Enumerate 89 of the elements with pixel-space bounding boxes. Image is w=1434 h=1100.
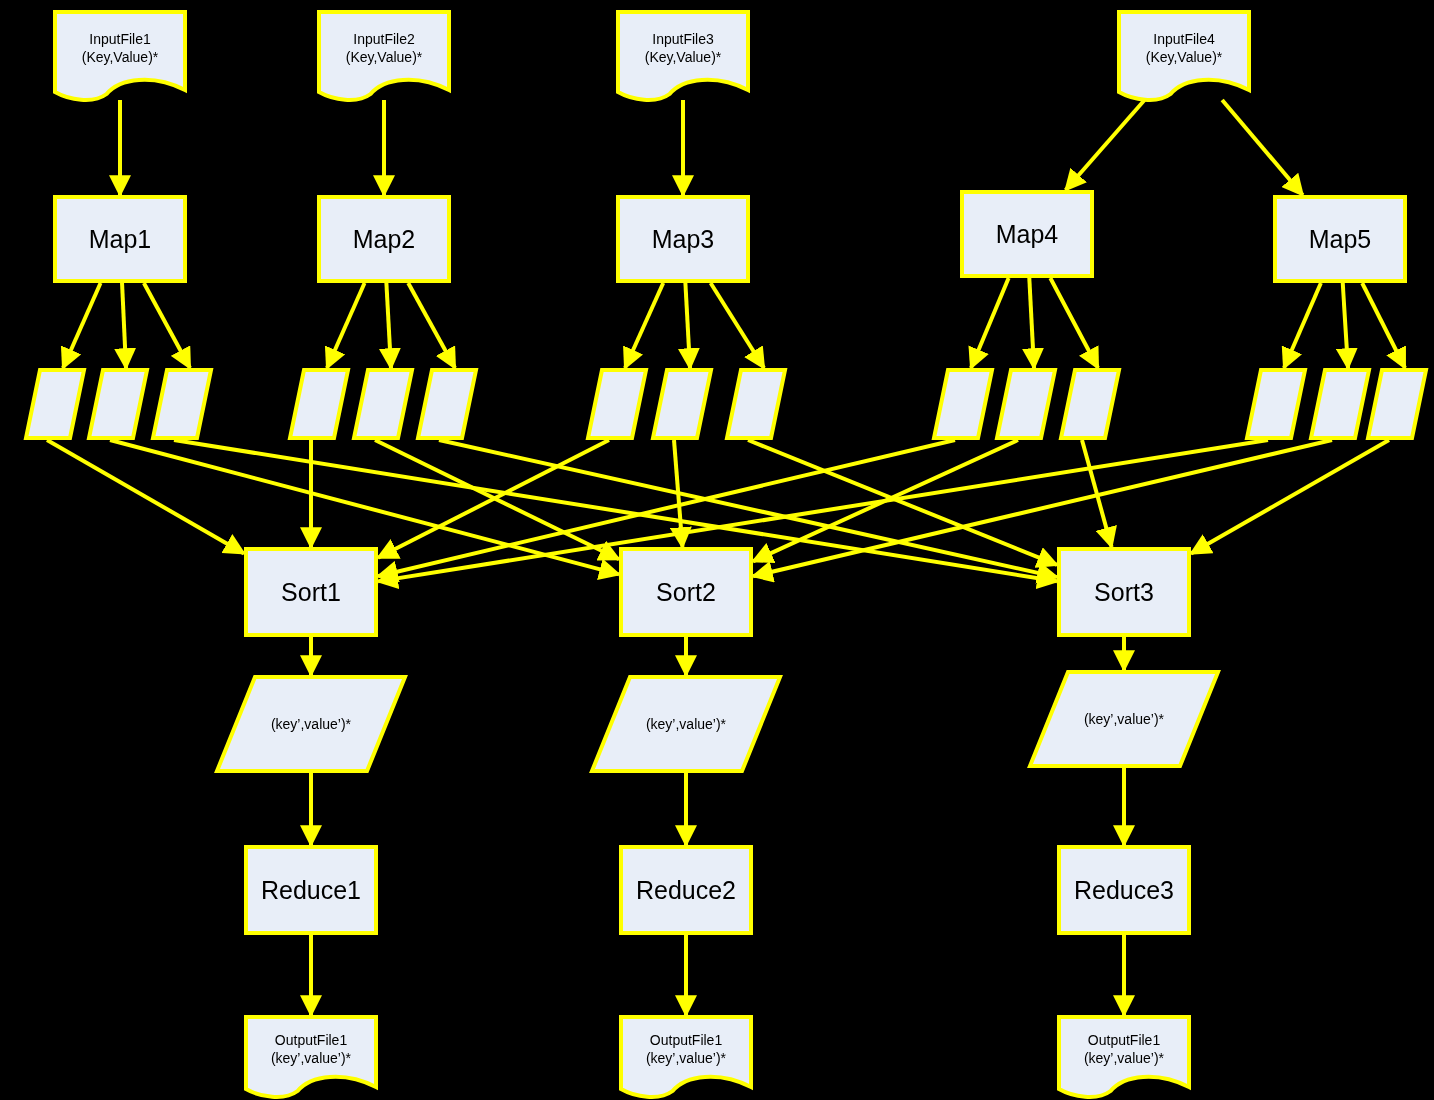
parallelogram-shape	[288, 368, 350, 440]
arrow	[675, 935, 697, 1018]
node-label: Sort1	[280, 576, 342, 608]
arrow	[300, 440, 322, 550]
document-shape	[317, 10, 451, 100]
arrow	[378, 282, 401, 371]
data-parallelogram	[215, 675, 407, 773]
arrow	[1080, 439, 1117, 550]
arrow	[623, 282, 666, 370]
arrow	[968, 277, 1011, 371]
node-label: (key’,value’)*	[644, 714, 728, 734]
parallelogram-shape	[151, 368, 213, 440]
arrow	[677, 282, 700, 371]
node-label: Reduce2	[634, 874, 738, 906]
process-box	[1273, 195, 1407, 283]
node-label: OutputFile1 (key’,value’)*	[269, 1030, 353, 1068]
parallelogram-shape	[586, 368, 648, 440]
process-box	[244, 845, 378, 935]
node-label: Sort2	[655, 576, 717, 608]
process-box	[619, 547, 753, 637]
parallelogram-shape	[352, 368, 414, 440]
data-parallelogram	[590, 675, 782, 773]
node-label: InputFile3 (Key,Value)*	[643, 29, 723, 67]
arrow	[1048, 277, 1100, 370]
parallelogram-shape	[1059, 368, 1121, 440]
arrow	[675, 773, 697, 848]
node-label: Map4	[994, 218, 1060, 250]
arrow	[675, 637, 697, 678]
arrow	[672, 100, 694, 198]
arrow	[142, 282, 192, 370]
node-label: (key’,value’)*	[269, 714, 353, 734]
node-label: Map3	[650, 223, 716, 255]
parallelogram-shape	[24, 368, 86, 440]
arrow	[300, 773, 322, 848]
process-box	[960, 190, 1094, 278]
process-box	[1057, 845, 1191, 935]
arrow	[324, 282, 367, 370]
process-box	[317, 195, 451, 283]
document-shape	[619, 1015, 753, 1097]
arrow	[1022, 277, 1044, 371]
document-shape	[1117, 10, 1251, 100]
arrow	[46, 438, 246, 556]
arrow	[114, 282, 137, 371]
node-label: Map5	[1307, 223, 1373, 255]
node-label: Map1	[87, 223, 153, 255]
arrow	[373, 100, 395, 198]
arrow	[300, 637, 322, 678]
node-label: Reduce3	[1072, 874, 1176, 906]
process-box	[244, 547, 378, 637]
node-label: (key’,value’)*	[1082, 709, 1166, 729]
parallelogram-shape	[87, 368, 149, 440]
parallelogram-shape	[416, 368, 478, 440]
arrow	[1220, 98, 1305, 197]
parallelogram-shape	[1309, 368, 1371, 440]
arrow	[60, 282, 103, 370]
document-shape	[1057, 1015, 1191, 1097]
process-box	[616, 195, 750, 283]
document-shape	[616, 10, 750, 100]
parallelogram-shape	[995, 368, 1057, 440]
arrow	[300, 935, 322, 1018]
node-label: OutputFile1 (key’,value’)*	[1082, 1030, 1166, 1068]
parallelogram-shape	[651, 368, 713, 440]
arrow	[1281, 282, 1323, 370]
parallelogram-shape	[725, 368, 787, 440]
arrow	[708, 281, 766, 370]
arrow	[1113, 935, 1135, 1018]
node-label: Sort3	[1093, 576, 1155, 608]
data-parallelogram	[1028, 670, 1220, 768]
arrow	[109, 100, 131, 198]
document-shape	[53, 10, 187, 100]
process-box	[1057, 547, 1191, 637]
process-box	[619, 845, 753, 935]
arrow	[1113, 768, 1135, 848]
node-label: OutputFile1 (key’,value’)*	[644, 1030, 728, 1068]
node-label: Map2	[351, 223, 417, 255]
node-label: InputFile2 (Key,Value)*	[344, 29, 424, 67]
document-shape	[244, 1015, 378, 1097]
parallelogram-shape	[1366, 368, 1428, 440]
arrow	[1113, 637, 1135, 673]
arrow	[1335, 282, 1358, 371]
node-label: InputFile4 (Key,Value)*	[1144, 29, 1224, 67]
arrow	[669, 439, 692, 550]
arrow	[1360, 282, 1407, 370]
arrow	[406, 282, 457, 370]
node-label: Reduce1	[259, 874, 363, 906]
node-label: InputFile1 (Key,Value)*	[80, 29, 160, 67]
parallelogram-shape	[1245, 368, 1307, 440]
parallelogram-shape	[932, 368, 994, 440]
process-box	[53, 195, 187, 283]
